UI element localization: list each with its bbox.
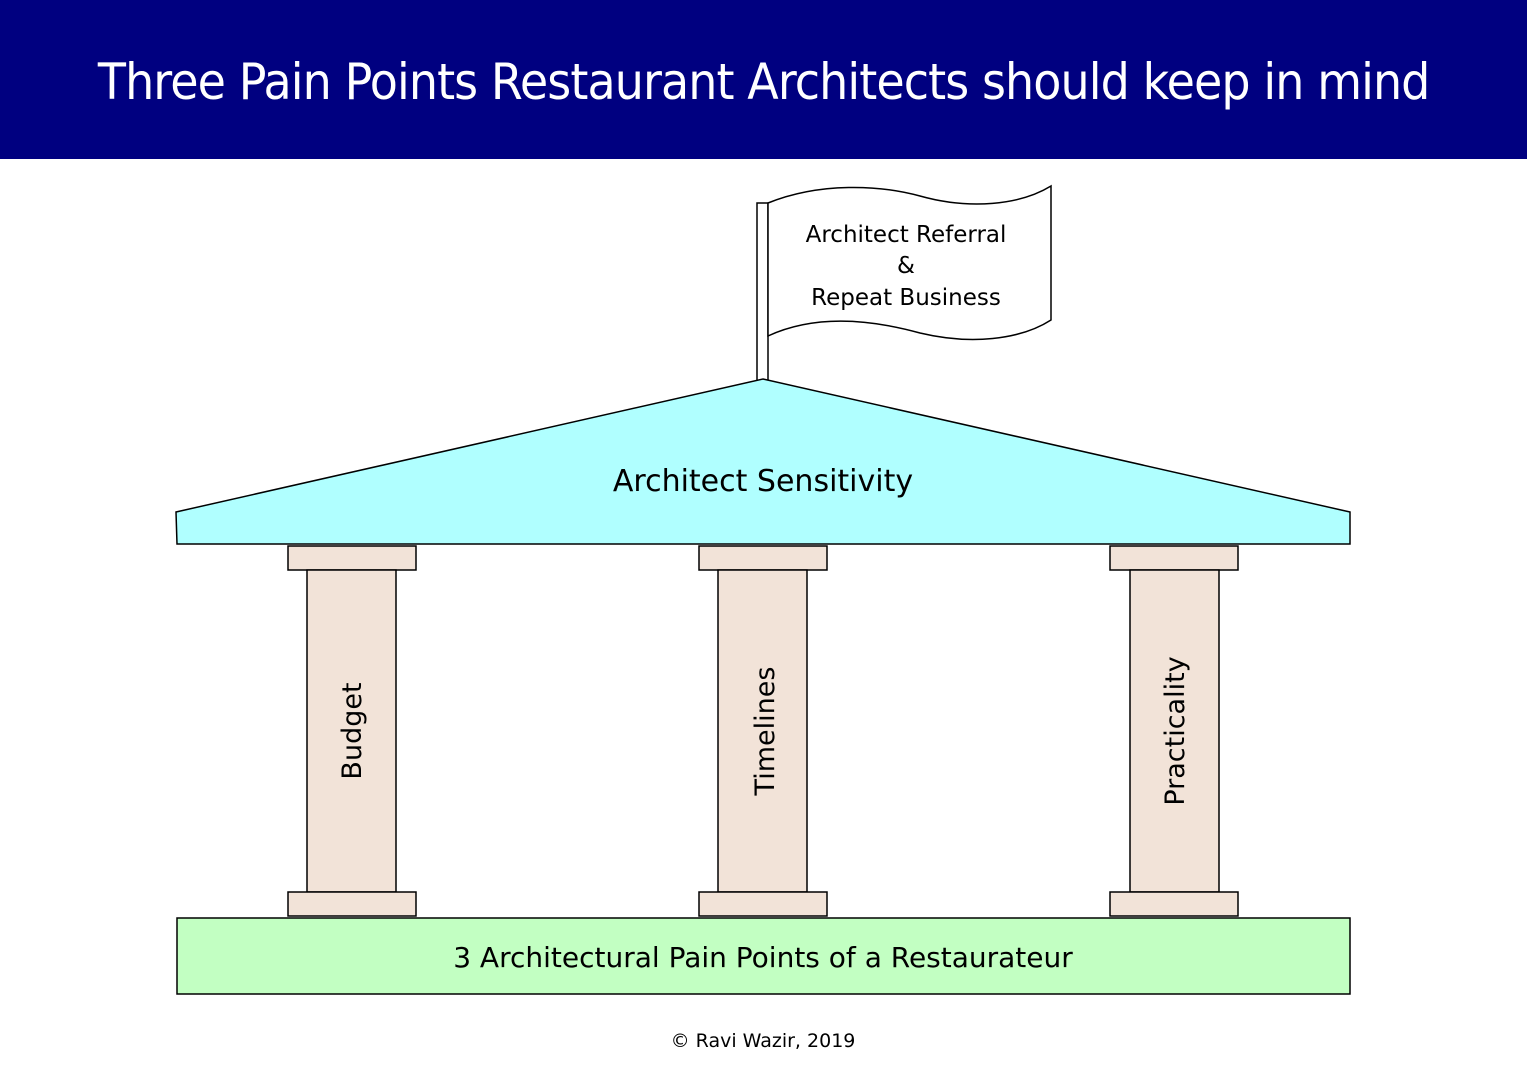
pillar-plinth bbox=[287, 891, 417, 917]
roof-label: Architect Sensitivity bbox=[613, 464, 913, 499]
pillar-label: Timelines bbox=[750, 667, 781, 797]
pillar-plinth bbox=[1109, 891, 1239, 917]
copyright-notice: © Ravi Wazir, 2019 bbox=[671, 1030, 856, 1052]
pillar-capital bbox=[287, 545, 417, 571]
pillar-budget: Budget bbox=[287, 545, 417, 917]
pillar-shaft bbox=[1129, 569, 1220, 893]
flag-line-2: & bbox=[897, 253, 915, 279]
pillar-label: Practicality bbox=[1160, 656, 1191, 805]
pillar-shaft bbox=[306, 569, 397, 893]
flag-pole bbox=[756, 202, 769, 382]
pillar-label: Budget bbox=[337, 682, 368, 779]
roof: Architect Sensitivity bbox=[175, 378, 1351, 545]
flag-line-3: Repeat Business bbox=[811, 285, 1001, 311]
flag: Architect Referral & Repeat Business bbox=[756, 184, 1052, 382]
pillar-timelines: Timelines bbox=[698, 545, 828, 917]
base-slab bbox=[176, 917, 1351, 995]
slide-title: Three Pain Points Restaurant Architects … bbox=[97, 52, 1430, 111]
flag-line-1: Architect Referral bbox=[806, 222, 1007, 248]
base: 3 Architectural Pain Points of a Restaur… bbox=[176, 917, 1351, 995]
pillar-capital bbox=[1109, 545, 1239, 571]
pillar-shaft bbox=[717, 569, 808, 893]
flag-banner bbox=[767, 184, 1052, 341]
title-bar: Three Pain Points Restaurant Architects … bbox=[0, 0, 1527, 159]
roof-shape bbox=[175, 378, 1351, 545]
base-label: 3 Architectural Pain Points of a Restaur… bbox=[453, 941, 1073, 974]
pillar-capital bbox=[698, 545, 828, 571]
pillar-plinth bbox=[698, 891, 828, 917]
pillar-practicality: Practicality bbox=[1109, 545, 1239, 917]
